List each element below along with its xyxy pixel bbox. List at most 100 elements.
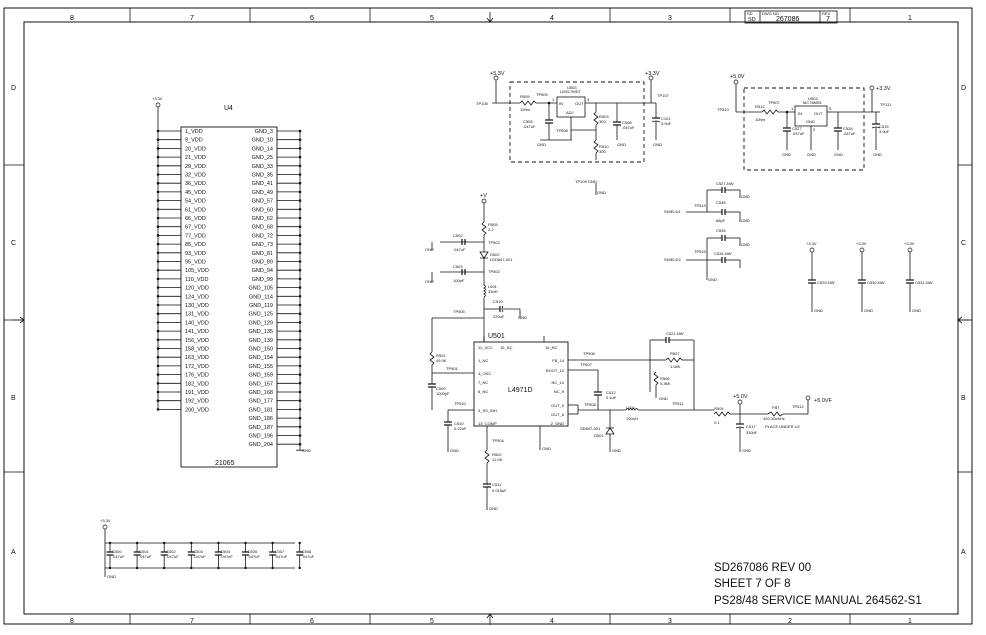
- buck-gnd-ss: GND: [450, 448, 459, 453]
- buck-l502: L502: [626, 405, 636, 410]
- u4-vdd-pin: 9_VDD: [185, 138, 203, 144]
- u4-gnd-pin: GND_72: [252, 233, 273, 239]
- shield-gnd3: GND: [741, 242, 750, 247]
- zone-col-6-b: 6: [310, 618, 314, 625]
- u4-vdd-pin: 141_VDD: [185, 329, 209, 335]
- buck-c517: C517: [746, 424, 756, 429]
- u4-rail-label: +3.3V: [152, 96, 163, 101]
- right-cap-rail-pin: [809, 247, 815, 253]
- zone-columns-bottom: 8 7 6 5 4 3 2 1: [70, 618, 912, 625]
- zone-col-8: 8: [70, 15, 74, 22]
- reg2-tp-in: TP510: [717, 107, 730, 112]
- buck-c510b: C510: [454, 421, 464, 426]
- buck-v5out: +5.0VF: [814, 398, 833, 404]
- zone-row-a: A: [11, 549, 16, 556]
- buck-c512-val: 0.1uF: [606, 395, 617, 400]
- reg1-part: LM317MDT: [560, 89, 581, 94]
- buck-l501: L501: [488, 284, 498, 289]
- u4-gnd-pin: GND_81: [252, 251, 273, 257]
- u4-gnd-pin: GND_62: [252, 216, 273, 222]
- reg2-tp1: TP507: [768, 100, 781, 105]
- buck-pin-left: 13_COMP: [478, 421, 497, 426]
- zone-row-b: B: [11, 395, 16, 402]
- u4-gnd-pin: GND_89: [252, 260, 273, 266]
- buck-c511: C511: [492, 482, 502, 487]
- right-cap-ref: C531-NW: [915, 280, 933, 285]
- u4-gnd-pin: GND_94: [252, 268, 273, 274]
- buck-tp505: TP505: [453, 309, 466, 314]
- buck-gnd-d501: GND: [612, 448, 621, 453]
- center-arrow-top: [486, 12, 494, 23]
- buck-c512: C512: [606, 390, 616, 395]
- reg2-r: R512: [755, 104, 765, 109]
- reg1-c2: C506: [622, 120, 632, 125]
- u4-vdd-pin: 191_VDD: [185, 390, 209, 396]
- buck-gnd-c503: GND: [425, 279, 434, 284]
- buck-c521: C521-NW: [666, 331, 684, 336]
- zone-columns-top: 8 7 6 5 4 3 1: [70, 15, 912, 22]
- u4-vdd-pin: 32_VDD: [185, 173, 206, 179]
- bottom-cap-ref: C501: [139, 549, 149, 554]
- u4-gnd-pin: GND_114: [249, 294, 273, 300]
- u4-gnd-pin: GND_159: [249, 373, 273, 379]
- titleblock-top: SD DWG NO REV SD 267086 7: [744, 10, 838, 24]
- right-cap-gnd: GND: [912, 308, 921, 313]
- reg2-gnd1: GND: [782, 152, 791, 157]
- reg1-c3: C101: [661, 116, 671, 121]
- reg1-pin3: 3: [587, 97, 590, 102]
- buck-r501: R501: [436, 353, 446, 358]
- right-cap-rail-pin: [859, 247, 865, 253]
- buck-gnd-c510: GND: [518, 315, 527, 320]
- u4-vdd-pin: 29_VDD: [185, 164, 206, 170]
- reg1-r2: R503: [599, 114, 609, 119]
- right-cap-rail: +3.3V: [806, 241, 817, 246]
- tb-sheet-num: 7: [826, 16, 830, 23]
- u4-vdd-pin: 140_VDD: [185, 320, 209, 326]
- buck-v5: +5.0V: [733, 394, 748, 400]
- u4-vdd-pin: 67_VDD: [185, 225, 206, 231]
- buck-r504-val: 0.1: [714, 420, 720, 425]
- center-arrow-left: [12, 316, 25, 324]
- u4-vdd-pin: 200_VDD: [185, 407, 209, 413]
- shield-c4: C534-NW: [714, 251, 732, 256]
- reg2-c3-val: 3.9uF: [879, 129, 890, 134]
- buck-c510-val: 220uF: [493, 314, 505, 319]
- buck-pin-right: OUT_5: [551, 403, 565, 408]
- u4-gnd-pin: GND_105: [249, 286, 273, 292]
- shield-c2-val: 68pF: [716, 218, 726, 223]
- buck-d502: D502: [490, 252, 500, 257]
- buck-c510: C510: [493, 299, 503, 304]
- tb-size-value: SD: [748, 17, 756, 23]
- u4-gnd-pin: GND_60: [252, 207, 273, 213]
- buck-r506: R506: [660, 376, 670, 381]
- u4-vdd-pin: 124_VDD: [185, 294, 209, 300]
- u4-gnd-pin: GND_168: [249, 390, 273, 396]
- right-cap-rail: +3.3V: [856, 241, 867, 246]
- buck-pin-left: 11_VCC: [478, 345, 493, 350]
- tb-dwg-label: DWG NO: [762, 11, 779, 16]
- zone-row-c: C: [11, 240, 16, 247]
- buck-pin-left: 4_OSC: [478, 371, 491, 376]
- buck-pin-left: 7_NC: [478, 380, 488, 385]
- reg1-c1-val: .047uF: [523, 124, 536, 129]
- u4-vdd-pin: 163_VDD: [185, 355, 209, 361]
- buck-tp-osc: TP501: [446, 366, 459, 371]
- u4-gnd-pin: GND_135: [249, 329, 273, 335]
- buck-c503-val: 100pF: [453, 278, 465, 283]
- u4-vdd-pin: 120_VDD: [185, 286, 209, 292]
- u4-gnd-pin: GND_25: [252, 155, 273, 161]
- zone-col-5: 5: [430, 15, 434, 22]
- buck-vin: +V: [480, 193, 487, 199]
- u4-vdd-pin: 105_VDD: [185, 268, 209, 274]
- u4-vdd-pin: 85_VDD: [185, 242, 206, 248]
- buck-pin-right: NC_9: [554, 389, 565, 394]
- buck-fb: FB7: [772, 405, 780, 410]
- reg1-tp2: TP508: [556, 128, 569, 133]
- zone-row-d: D: [11, 85, 16, 92]
- u4-gnd-pin: GND_57: [252, 199, 273, 205]
- title-line-2: SHEET 7 OF 8: [714, 578, 790, 590]
- u4-gnd-pin: GND_33: [252, 164, 273, 170]
- u4-gnd-pin: GND_14: [252, 146, 273, 152]
- u4-vdd-pin: 182_VDD: [185, 381, 209, 387]
